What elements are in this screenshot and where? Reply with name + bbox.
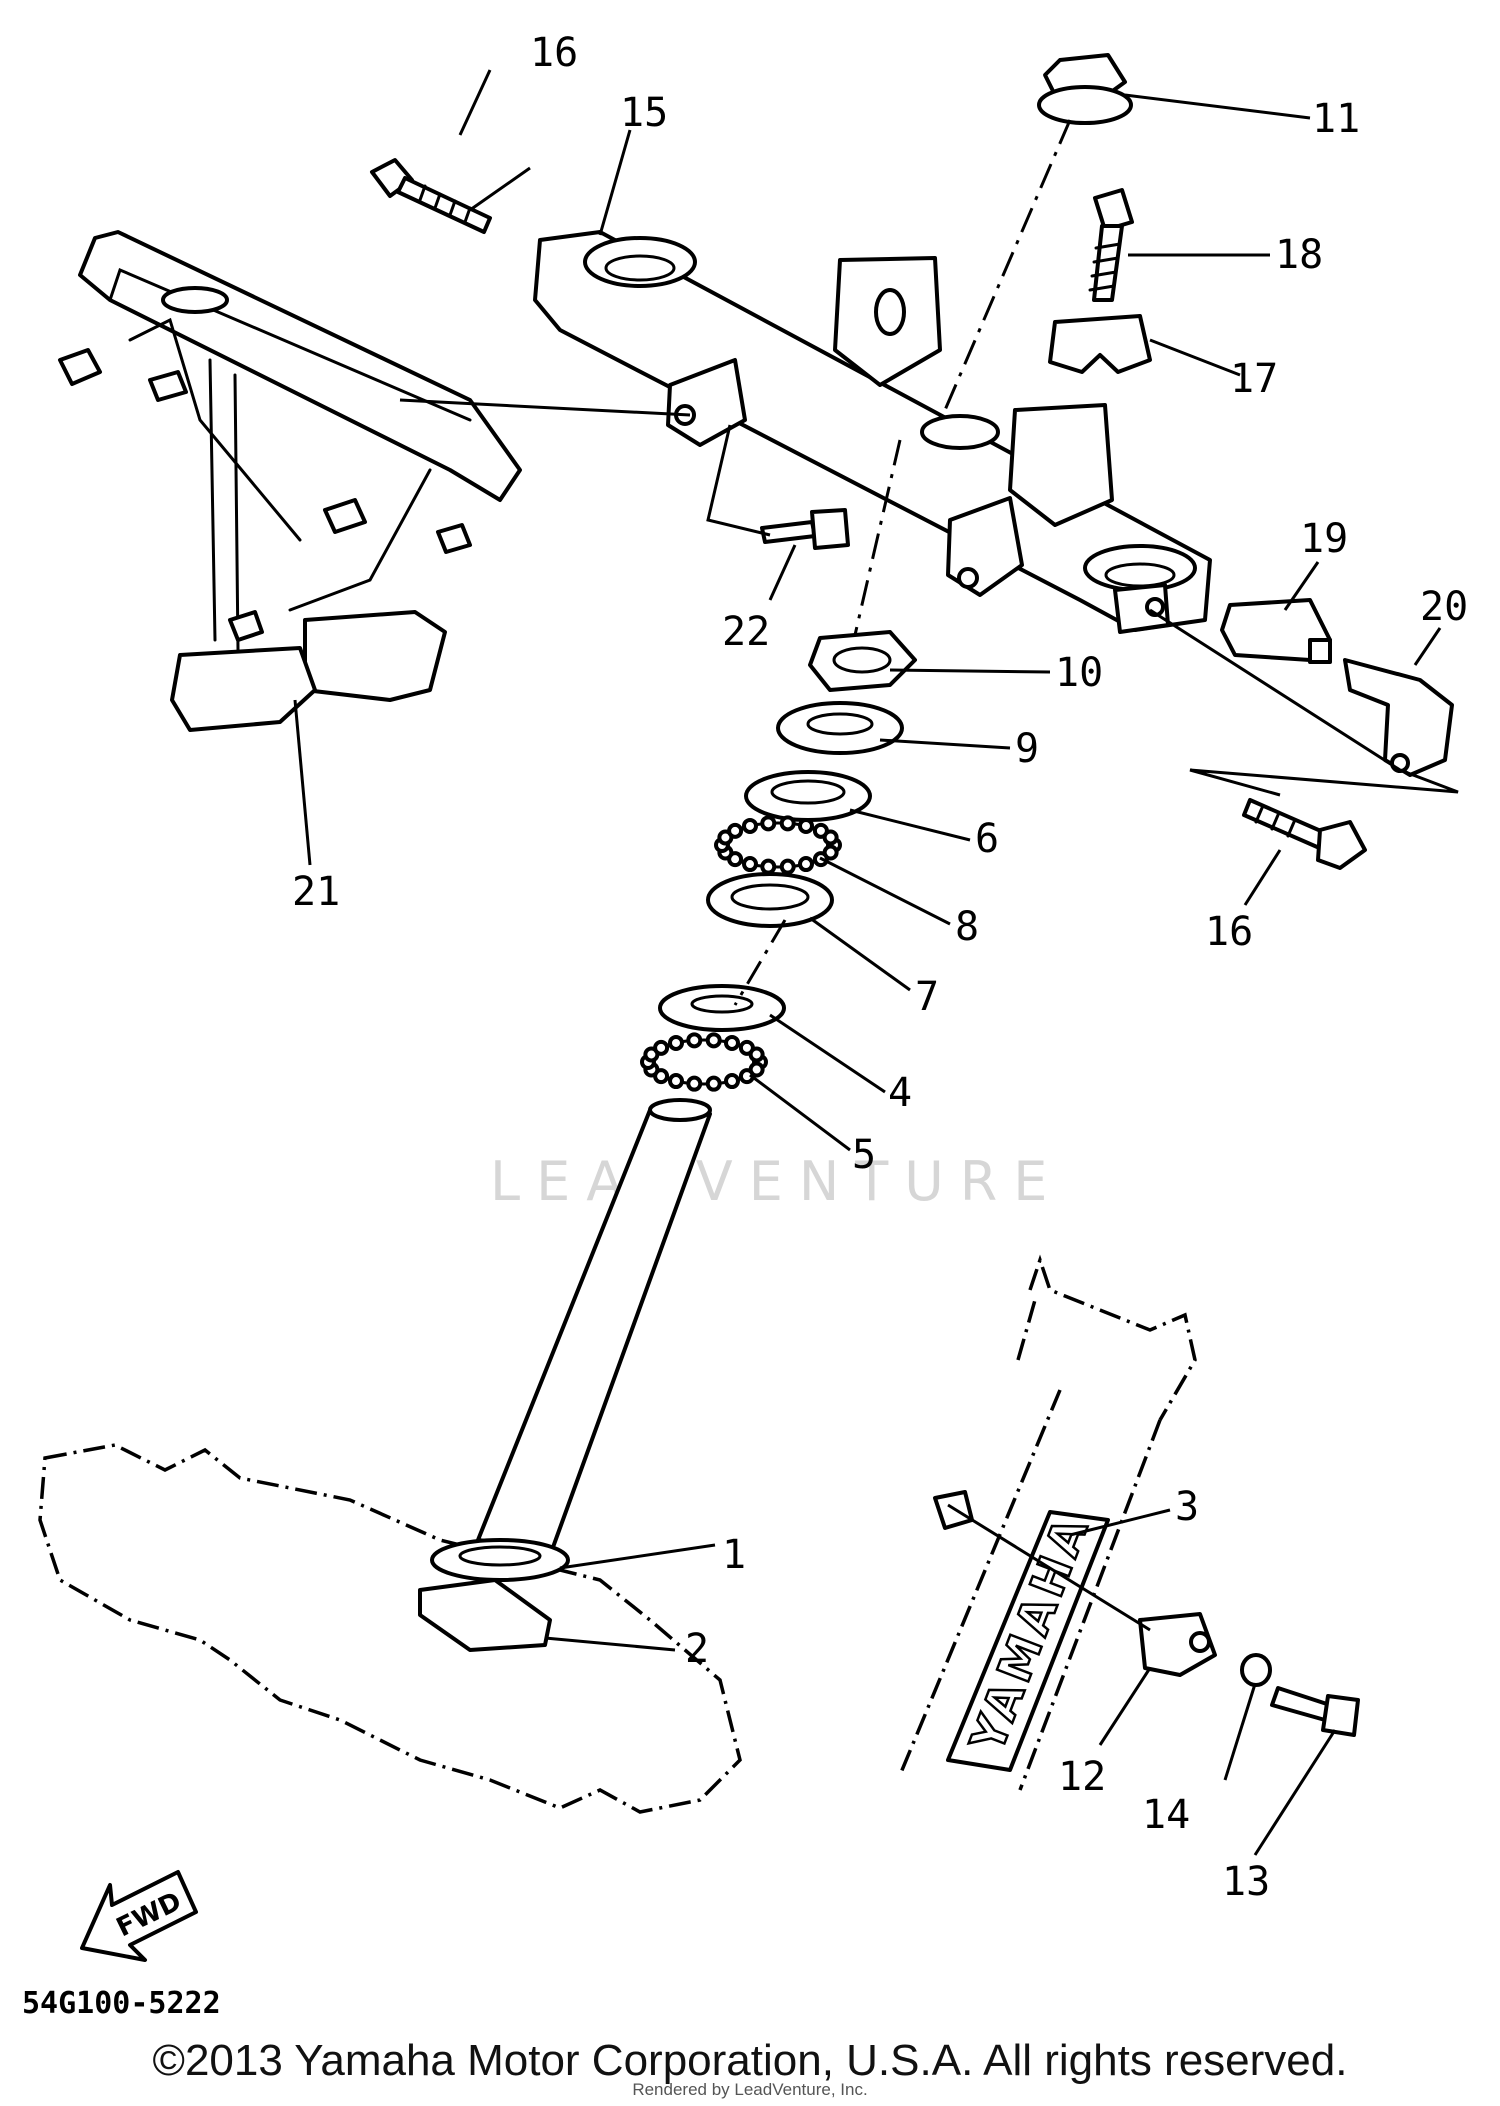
part-18-bolt: [1088, 188, 1134, 302]
callout-15: 15: [620, 90, 668, 136]
part-21-bracket: [58, 230, 522, 732]
bearing-ball: [798, 817, 814, 834]
part-2-race: [418, 1578, 552, 1652]
part-16-bolt-top: [370, 158, 492, 234]
callout-4: 4: [888, 1070, 912, 1116]
part-1-seal: [430, 1538, 570, 1582]
callout-9: 9: [1015, 726, 1039, 772]
callout-12: 12: [1058, 1754, 1106, 1800]
watermark-text: LEADVENTURE: [490, 1150, 1063, 1213]
bearing-ball: [779, 858, 796, 875]
bearing-ball: [705, 1032, 722, 1049]
callout-11: 11: [1312, 96, 1360, 142]
part-20-holder: [1343, 658, 1454, 777]
bearing-ball: [653, 1039, 670, 1056]
fwd-arrow-icon: FWD: [80, 1870, 198, 1962]
callout-17: 17: [1230, 356, 1278, 402]
part-3-emblem: YAMAHA: [946, 1505, 1110, 1772]
bearing-ball: [760, 858, 777, 875]
part-22-bolt: [760, 508, 850, 550]
bearing-ball: [779, 815, 796, 832]
callout-21: 21: [292, 869, 340, 915]
callout-22: 22: [722, 609, 770, 655]
copyright-notice: ©2013 Yamaha Motor Corporation, U.S.A. A…: [152, 2036, 1348, 2085]
part-7-race: [706, 872, 834, 928]
callout-18: 18: [1275, 232, 1323, 278]
bearing-ball: [724, 1073, 740, 1090]
bearing-ball: [798, 856, 814, 873]
part-19-holder: [1220, 598, 1332, 664]
bearing-ball: [686, 1075, 703, 1092]
callout-2: 2: [685, 1626, 709, 1672]
part-17-holder-cap: [1048, 314, 1152, 374]
callout-5: 5: [852, 1132, 876, 1178]
bearing-ball: [742, 856, 758, 873]
callout-7: 7: [915, 974, 939, 1020]
bearing-ball: [742, 817, 758, 834]
part-10-ring-nut: [808, 630, 917, 692]
bearing-ball: [760, 815, 777, 832]
part-15-upper-bracket: [533, 230, 1212, 634]
bearing-ball: [727, 822, 744, 839]
callout-3: 3: [1175, 1484, 1199, 1530]
part-8-ball-bearings: [714, 815, 842, 875]
callout-1: 1: [722, 1532, 746, 1578]
bearing-ball: [748, 1046, 765, 1063]
part-4-race: [658, 984, 786, 1032]
rendered-by-notice: Rendered by LeadVenture, Inc.: [632, 2080, 868, 2099]
leader-lines: [293, 69, 1459, 1856]
callout-labels: 1 2 3 4 5 6 7 8 9 10 11 12 13 14 15 16 1…: [292, 30, 1468, 1905]
part-6-race: [744, 770, 872, 822]
bearing-ball: [822, 829, 839, 846]
part-14-washer: [1240, 1653, 1272, 1687]
callout-8: 8: [955, 904, 979, 950]
callout-20: 20: [1420, 584, 1468, 630]
part-16-bolt-lower: [1242, 798, 1367, 870]
callout-16-top: 16: [530, 30, 578, 76]
callout-16-lower: 16: [1205, 909, 1253, 955]
callout-19: 19: [1300, 516, 1348, 562]
bearing-ball: [724, 1034, 740, 1051]
callout-10: 10: [1055, 650, 1103, 696]
part-9-washer: [776, 701, 904, 755]
part-5-ball-bearings: [640, 1032, 768, 1092]
bearing-ball: [705, 1075, 722, 1092]
bearing-ball: [686, 1032, 703, 1049]
ghost-front-fork: [898, 1254, 1197, 1791]
part-13-bolt: [1270, 1686, 1360, 1737]
callout-13: 13: [1222, 1859, 1270, 1905]
ghost-lower-bracket: [38, 1443, 742, 1814]
callout-14: 14: [1142, 1792, 1190, 1838]
part-11-nut: [1037, 53, 1133, 125]
bearing-ball: [668, 1073, 684, 1090]
callout-6: 6: [975, 816, 999, 862]
diagram-code: 54G100-5222: [22, 1986, 221, 2021]
bearing-ball: [668, 1034, 684, 1051]
